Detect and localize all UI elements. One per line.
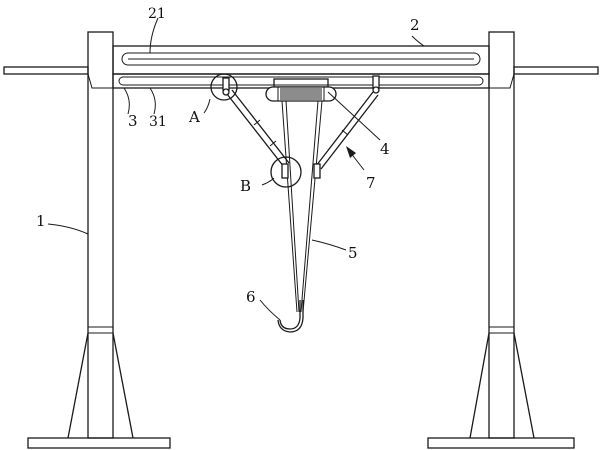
top-beam <box>112 45 490 75</box>
lower-rail <box>112 73 490 89</box>
label-2: 2 <box>410 16 420 34</box>
detail-circle-b <box>270 156 302 188</box>
label-6: 6 <box>246 288 256 306</box>
label-a: A <box>188 108 200 126</box>
label-4: 4 <box>380 140 390 158</box>
leader-lines <box>47 17 425 321</box>
left-column <box>27 31 171 449</box>
hook <box>277 300 304 333</box>
arrow-7 <box>346 146 365 171</box>
label-1: 1 <box>36 212 46 230</box>
winch-drum <box>280 88 322 100</box>
detail-circle-a <box>210 73 238 101</box>
hoist-cables <box>281 100 323 313</box>
label-31: 31 <box>149 114 167 130</box>
right-column <box>427 31 575 449</box>
label-21: 21 <box>148 6 166 22</box>
label-5: 5 <box>348 244 358 262</box>
label-7: 7 <box>366 174 376 192</box>
right-brace <box>313 75 380 179</box>
label-3: 3 <box>128 112 138 130</box>
left-brace <box>222 77 290 179</box>
hoist-block <box>265 78 337 102</box>
part-labels: 2 21 3 31 A 4 7 B 1 5 6 <box>36 6 420 306</box>
top-arms <box>3 66 599 75</box>
label-b: B <box>240 177 251 195</box>
